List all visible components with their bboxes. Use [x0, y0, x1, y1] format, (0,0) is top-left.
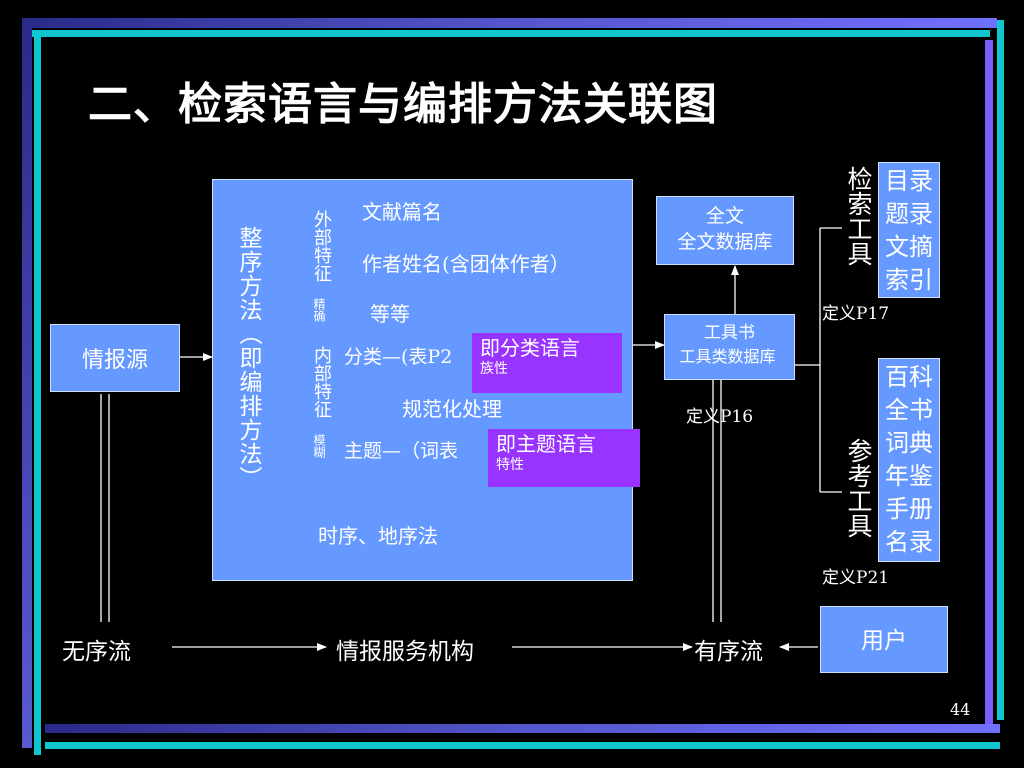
item-subject: 主题—（词表 — [344, 440, 459, 462]
item-normalize: 规范化处理 — [402, 397, 502, 421]
bottom-bar-cyan — [45, 742, 1000, 749]
definition-p16: 定义P16 — [686, 407, 754, 427]
fulltext-box: 全文 全文数据库 — [656, 196, 794, 265]
item-classify: 分类—(表P2 — [344, 346, 453, 368]
service-institution-label: 情报服务机构 — [336, 639, 474, 665]
external-precise-label: 精确 — [312, 298, 326, 322]
retrieval-tool-label: 检索工具 — [844, 166, 873, 266]
classification-language-sub: 族性 — [480, 361, 508, 377]
toolbook-box: 工具书 工具类数据库 — [664, 314, 795, 380]
unordered-flow-label: 无序流 — [62, 639, 131, 665]
retrieval-tool-list: 目录 题录 文摘 索引 — [878, 162, 940, 298]
left-bar-dark — [22, 18, 32, 748]
top-bar-cyan — [30, 30, 990, 37]
reference-item: 年鉴 — [885, 462, 933, 490]
left-bar-cyan — [34, 30, 41, 755]
classification-language-title: 即分类语言 — [480, 336, 580, 360]
user-label: 用户 — [861, 628, 907, 654]
definition-p21: 定义P21 — [822, 568, 890, 588]
source-label: 情报源 — [81, 348, 148, 373]
subject-language-title: 即主题语言 — [496, 432, 596, 456]
toolbook-line1: 工具书 — [704, 323, 755, 343]
page-number: 44 — [950, 700, 971, 719]
reference-item: 词典 — [885, 429, 933, 457]
item-etc: 等等 — [370, 302, 410, 326]
definition-p17: 定义P17 — [822, 304, 890, 324]
slide-title: 二、检索语言与编排方法关联图 — [88, 79, 718, 130]
reference-item: 手册 — [885, 495, 933, 523]
retrieval-item: 目录 — [885, 167, 933, 195]
internal-feature-label: 内部特征 — [311, 346, 332, 418]
item-title: 文献篇名 — [362, 200, 442, 224]
top-bar-dark — [22, 18, 997, 28]
internal-fuzzy-label: 模糊 — [312, 434, 326, 458]
reference-tool-list: 百科 全书 词典 年鉴 手册 名录 — [878, 358, 940, 562]
item-author: 作者姓名(含团体作者） — [362, 252, 570, 276]
ordered-flow-label: 有序流 — [694, 639, 763, 665]
reference-item: 全书 — [885, 396, 933, 424]
source-box: 情报源 — [50, 324, 180, 392]
subject-language-sub: 特性 — [496, 457, 524, 473]
reference-tool-label: 参考工具 — [844, 438, 873, 538]
bottom-bar-dark — [45, 724, 1000, 733]
fulltext-line2: 全文数据库 — [677, 231, 773, 253]
user-box: 用户 — [820, 606, 948, 673]
retrieval-item: 题录 — [885, 200, 933, 228]
fulltext-line1: 全文 — [705, 205, 744, 227]
right-bar-violet — [985, 40, 993, 730]
retrieval-item: 文摘 — [885, 233, 933, 261]
subject-language-box: 即主题语言 特性 — [488, 429, 640, 487]
classification-language-box: 即分类语言 族性 — [472, 333, 622, 393]
right-bar-cyan — [997, 20, 1004, 720]
external-feature-label: 外部特征 — [311, 210, 332, 282]
item-time-place: 时序、地序法 — [318, 524, 438, 548]
reference-item: 百科 — [885, 363, 933, 391]
retrieval-item: 索引 — [885, 266, 933, 294]
reference-item: 名录 — [885, 528, 933, 556]
toolbook-line2: 工具类数据库 — [679, 347, 776, 366]
ordering-method-label: 整序方法（即编排方法） — [235, 226, 261, 490]
